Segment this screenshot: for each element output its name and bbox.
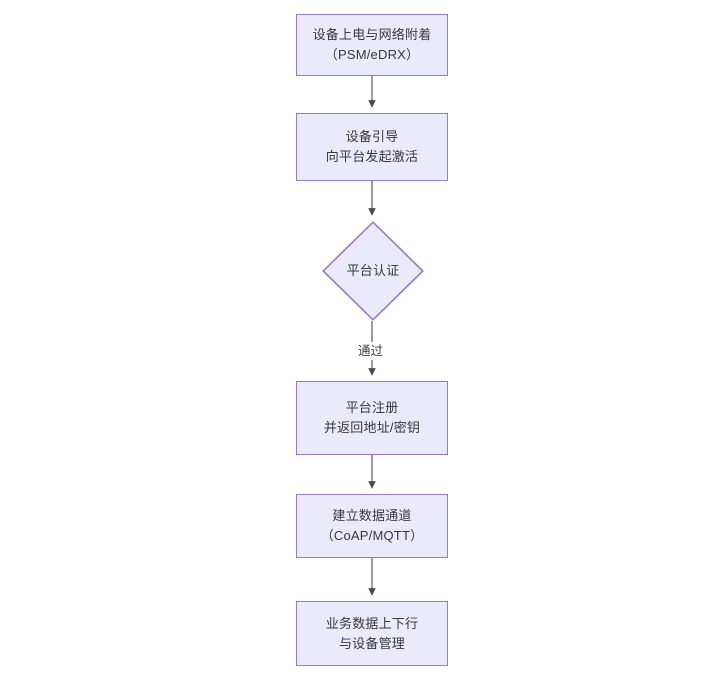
flow-node-device-power-on[interactable]: 设备上电与网络附着 （PSM/eDRX）	[296, 14, 448, 76]
diamond-shape-icon	[322, 221, 424, 321]
flow-node-line: 向平台发起激活	[325, 149, 419, 164]
flow-node-line: （PSM/eDRX）	[324, 47, 420, 62]
flow-node-line: 与设备管理	[338, 635, 405, 651]
flow-node-line: 设备上电与网络附着	[312, 27, 432, 42]
flow-node-line: 平台认证	[346, 263, 400, 278]
flow-node-line: 业务数据上下行	[325, 615, 419, 631]
flow-node-line: 建立数据通道	[332, 508, 412, 523]
flow-node-line: 设备引导	[345, 129, 399, 144]
flow-node-line: 平台注册	[345, 400, 399, 415]
flow-node-business-data-and-device-management[interactable]: 业务数据上下行 与设备管理	[296, 601, 448, 666]
flow-node-platform-registration[interactable]: 平台注册 并返回地址/密钥	[296, 381, 448, 455]
flow-node-line: （CoAP/MQTT）	[320, 528, 424, 543]
flow-node-device-bootstrap[interactable]: 设备引导 向平台发起激活	[296, 113, 448, 181]
flow-node-line: 并返回地址/密钥	[323, 420, 421, 435]
flow-node-platform-authentication[interactable]: 平台认证	[322, 221, 424, 321]
flow-node-establish-data-channel[interactable]: 建立数据通道 （CoAP/MQTT）	[296, 494, 448, 558]
edge-label-pass: 通过	[356, 342, 386, 360]
